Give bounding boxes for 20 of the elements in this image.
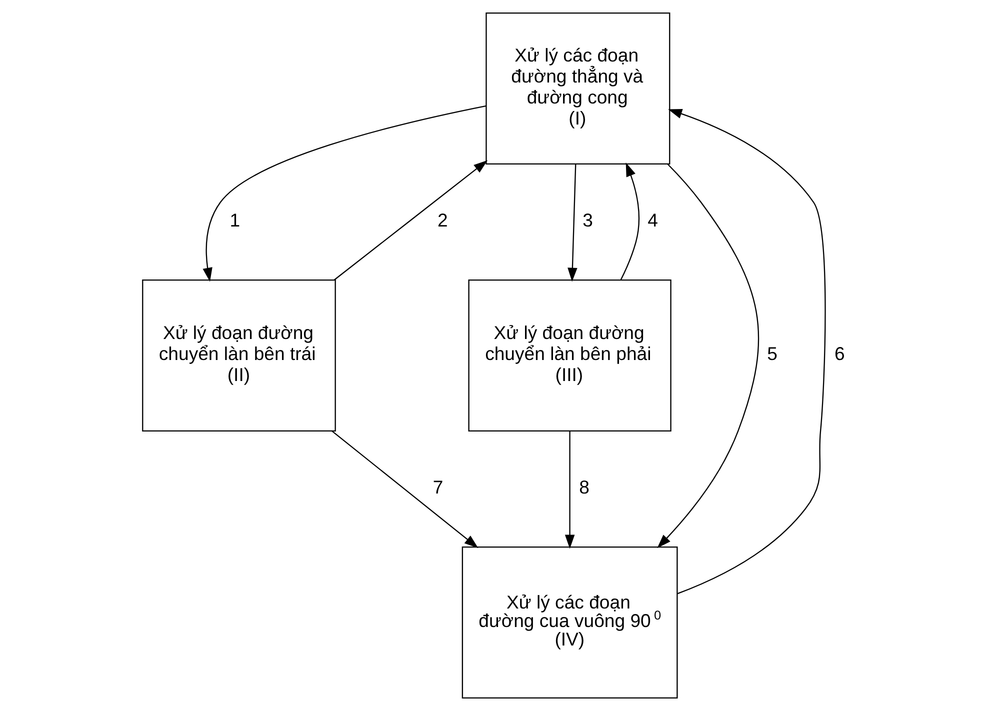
edge-label: 3: [582, 209, 593, 230]
node-box: Xử lý đoạn đường chuyển làn bên trái (II): [142, 279, 336, 432]
arrow: [568, 164, 578, 282]
arrow: [564, 431, 575, 549]
edge-label: 4: [648, 209, 658, 230]
edge-label: 5: [767, 342, 778, 364]
arrow: [668, 109, 826, 594]
edge-label: 6: [834, 342, 845, 364]
edge-label: 7: [432, 476, 444, 498]
edge-label: 1: [230, 209, 240, 230]
edge-label: 8: [579, 476, 590, 498]
node-box: Xử lý các đoạn đường thẳng và đường cong (I): [486, 12, 670, 165]
node-box: Xử lý đoạn đường chuyển làn bên phải (III): [468, 279, 672, 432]
edge-label: 2: [437, 209, 448, 230]
arrow: [620, 162, 640, 280]
arrow: [657, 164, 759, 548]
arrow: [332, 430, 478, 548]
arrow: [334, 160, 488, 280]
node-box: Xử lý các đoạn đường cua vuông 90$^{0}$ (IV): [462, 546, 678, 698]
arrow: [202, 105, 486, 282]
